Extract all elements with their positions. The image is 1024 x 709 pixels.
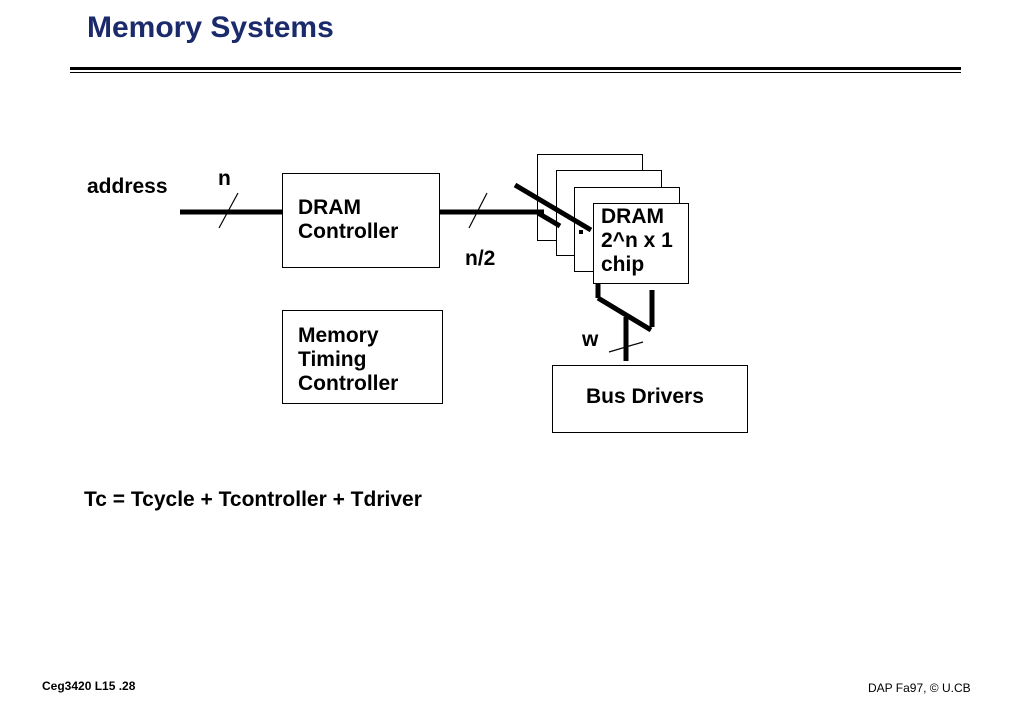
title-divider-thin <box>70 72 961 73</box>
data-width-label: w <box>582 328 599 351</box>
memory-timing-controller-label: Memory Timing Controller <box>298 324 399 395</box>
bus-drivers-label: Bus Drivers <box>586 385 704 408</box>
dram-controller-box: DRAM Controller <box>282 173 440 268</box>
address-bus-slash <box>218 192 239 229</box>
address-width-label: n <box>218 167 231 190</box>
dram-chip-box: DRAM 2^n x 1 chip <box>593 203 689 284</box>
half-width-label: n/2 <box>465 247 496 270</box>
bus-dot <box>579 230 583 234</box>
data-bus-slash <box>608 341 644 353</box>
footer-copyright: DAP Fa97, © U.CB <box>868 681 971 695</box>
bus-drivers-box: Bus Drivers <box>552 365 748 433</box>
row-col-bus-slash <box>468 192 488 229</box>
address-label: address <box>87 175 168 198</box>
bus-fanout-diagonal <box>513 182 593 233</box>
chip-data-diagonal <box>596 295 653 333</box>
footer-slide-id: Ceg3420 L15 .28 <box>42 679 136 693</box>
dram-chip-label: DRAM 2^n x 1 chip <box>601 205 673 276</box>
dram-controller-label: DRAM Controller <box>298 196 399 243</box>
timing-formula: Tc = Tcycle + Tcontroller + Tdriver <box>84 488 422 511</box>
title-divider-thick <box>70 67 961 70</box>
page-title: Memory Systems <box>87 11 334 44</box>
bus-fanout-tick <box>536 210 562 229</box>
memory-timing-controller-box: Memory Timing Controller <box>282 310 443 404</box>
